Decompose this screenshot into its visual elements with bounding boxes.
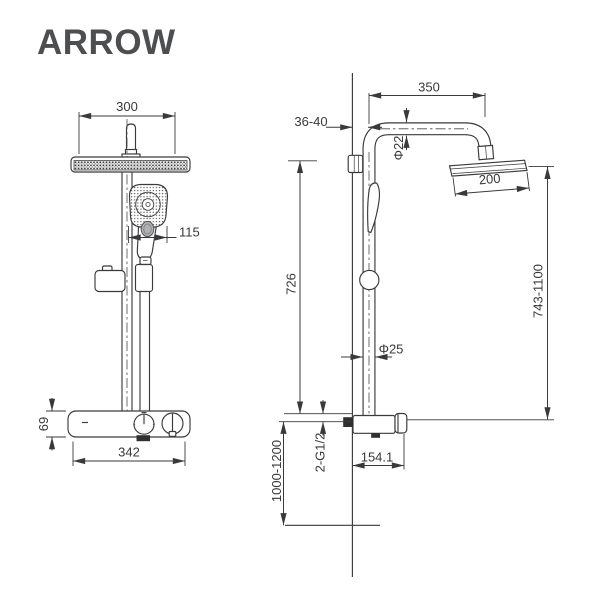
flow-knob-side bbox=[394, 412, 408, 434]
dim-label-wall-clearance: 36-40 bbox=[294, 114, 327, 129]
dim-riser-length: 726 bbox=[284, 160, 317, 414]
outlet-port-side bbox=[371, 433, 380, 438]
shower-valve-front bbox=[67, 410, 191, 442]
wall-bracket-side bbox=[347, 154, 364, 174]
overhead-shower-head bbox=[70, 156, 191, 173]
slider-ring bbox=[359, 269, 380, 291]
dim-label-arm-diameter: Φ22 bbox=[391, 136, 406, 161]
dim-arm-diameter: Φ22 bbox=[391, 108, 410, 161]
dim-label-riser-length: 726 bbox=[284, 273, 299, 295]
dim-head-height-range: 743-1100 bbox=[407, 165, 554, 421]
front-view-drawing: 300 115 69 bbox=[36, 99, 200, 466]
dim-label-overhead-width: 300 bbox=[116, 99, 138, 114]
dim-valve-height: 69 bbox=[36, 398, 66, 451]
dim-wall-clearance: 36-40 bbox=[294, 114, 382, 131]
dim-label-riser-diameter: Φ25 bbox=[379, 342, 404, 357]
hand-shower-side bbox=[359, 182, 381, 291]
dim-head-size: 200 bbox=[452, 171, 530, 197]
dim-valve-depth: 154.1 bbox=[352, 434, 405, 470]
dim-label-valve-width: 342 bbox=[118, 445, 140, 460]
dim-install-height: 1000-1200 bbox=[269, 421, 287, 526]
dim-label-arm-length: 350 bbox=[418, 80, 440, 95]
hand-shower-front bbox=[128, 183, 169, 412]
overhead-shower-side bbox=[448, 144, 528, 177]
dim-label-handshower-width: 115 bbox=[179, 225, 200, 240]
dim-label-head-height-range: 743-1100 bbox=[531, 264, 546, 318]
dim-label-head-size: 200 bbox=[478, 171, 501, 188]
shower-valve-side bbox=[343, 412, 408, 438]
dim-inlet-thread: 2-G1/2 bbox=[279, 400, 353, 473]
outlet-port bbox=[136, 435, 150, 442]
dim-label-valve-height: 69 bbox=[36, 417, 51, 431]
brand-logo: ARROW bbox=[37, 23, 176, 62]
dim-overhead-width: 300 bbox=[78, 99, 176, 154]
dim-label-valve-depth: 154.1 bbox=[361, 450, 394, 465]
dim-valve-width: 342 bbox=[72, 441, 186, 466]
slider-bracket-front bbox=[94, 256, 154, 293]
dim-arm-length: 350 bbox=[368, 80, 486, 124]
side-view-drawing: 350 36-40 Φ22 200 bbox=[269, 73, 554, 577]
overhead-shower-inlet bbox=[121, 123, 141, 161]
dim-label-inlet-thread: 2-G1/2 bbox=[313, 433, 328, 473]
dim-label-install-height: 1000-1200 bbox=[269, 440, 284, 502]
nozzle-band bbox=[73, 160, 188, 171]
dim-riser-diameter: Φ25 bbox=[341, 342, 404, 361]
dim-handshower-width: 115 bbox=[128, 225, 200, 243]
